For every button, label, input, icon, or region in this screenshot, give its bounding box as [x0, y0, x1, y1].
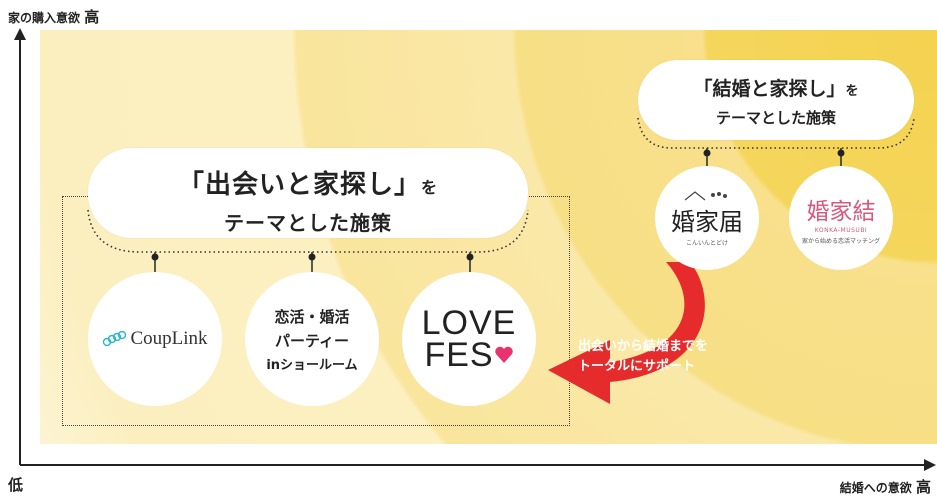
couplink-circle[interactable]: CoupLink [88, 272, 222, 406]
connector-dot-3 [466, 253, 474, 261]
connector-dot-4 [703, 149, 711, 157]
right-brace-curve [637, 117, 915, 149]
party-label-1: 恋活・婚活 [274, 307, 350, 326]
konkamusubi-circle[interactable]: 婚家結 KONKA-MUSUBI 家から始める恋活マッチング [789, 166, 893, 270]
connector-dot-2 [308, 253, 316, 261]
konkatodoke-label: 婚家届 [671, 208, 743, 236]
connector-dot-5 [837, 149, 845, 157]
lovefes-label-1: LOVE [421, 304, 517, 342]
konkatodoke-subtext: こんいんとどけ [685, 240, 728, 247]
x-axis-label: 結婚への意欲 高 [839, 478, 931, 496]
couplink-logo-icon [103, 331, 127, 347]
right-group-heading: 「結婚と家探し」を テーマとした施策 [638, 60, 914, 140]
party-circle[interactable]: 恋活・婚活 パーティー inショールーム [245, 272, 379, 406]
konkamusubi-subtext-top: KONKA-MUSUBI [814, 226, 868, 234]
lovefes-circle[interactable]: LOVE FES [402, 272, 536, 406]
x-axis-low-label: 低 [8, 476, 24, 494]
support-arrow [548, 262, 705, 404]
x-axis-arrowhead [924, 459, 936, 471]
left-group-heading: 「出会いと家探し」を テーマとした施策 [88, 148, 528, 238]
konkatodoke-circle[interactable]: 婚家届 こんいんとどけ [655, 166, 759, 270]
heart-icon [494, 346, 513, 363]
party-label-2: パーティー [274, 331, 350, 350]
party-label-3: inショールーム [266, 357, 358, 373]
y-axis-label: 家の購入意欲 高 [8, 8, 100, 26]
konkamusubi-subtext: 家から始める恋活マッチング [801, 237, 880, 245]
support-arrow-text: 出会いから結婚までを トータルにサポート [578, 339, 709, 374]
y-axis-arrowhead [14, 28, 26, 40]
konkamusubi-label: 婚家結 [806, 198, 876, 225]
connector-dot-1 [151, 253, 159, 261]
house-ornament-icon [684, 191, 727, 201]
couplink-label: CoupLink [130, 328, 208, 349]
lovefes-label-2: FES [424, 336, 494, 374]
